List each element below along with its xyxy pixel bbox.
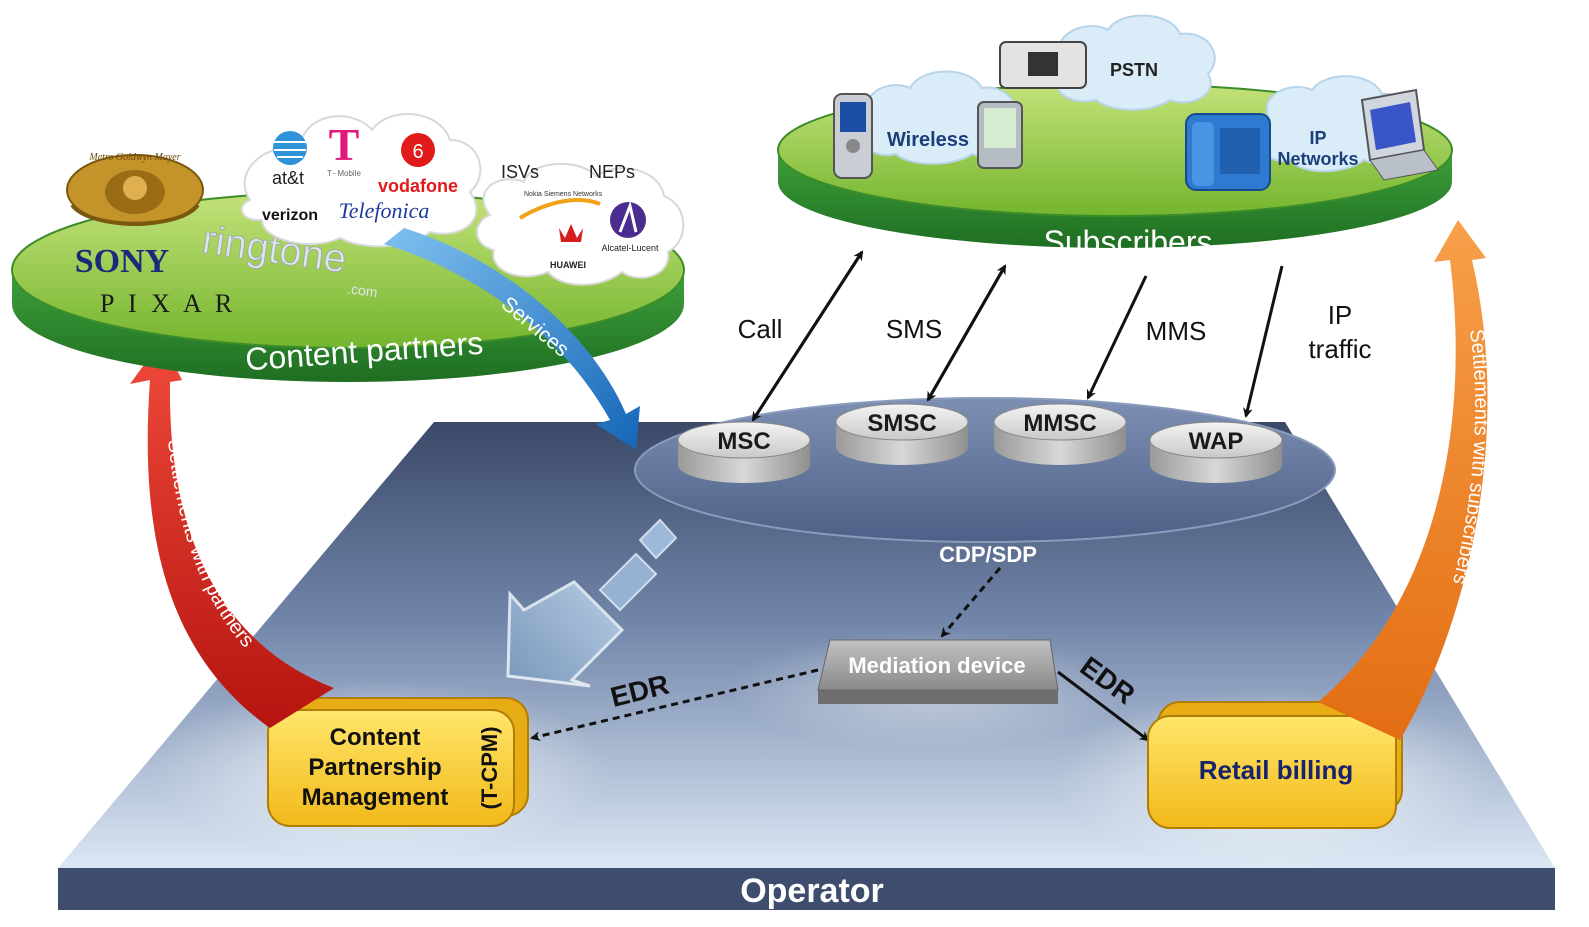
verizon-logo: verizon [262, 207, 318, 224]
mmsc-node: MMSC [993, 403, 1127, 465]
sms-arrow-up [926, 264, 1007, 401]
huawei-logo: HUAWEI [550, 260, 586, 270]
ip-traffic-arrow [1243, 265, 1284, 418]
nokia-siemens-logo: Nokia Siemens Networks [524, 191, 603, 198]
laptop-icon [1360, 88, 1439, 181]
ip-phone-icon [1185, 113, 1271, 191]
operators-cloud: at&t T T··Mobile 6 vodafone verizon Tele… [240, 113, 482, 248]
smsc-label: SMSC [867, 410, 936, 437]
retail-billing-label: Retail billing [1199, 755, 1354, 785]
wireless-label: Wireless [887, 129, 969, 151]
tcpm-abbrev: (T-CPM) [477, 726, 502, 809]
mgm-text: Metro Goldwyn Mayer [88, 152, 180, 163]
wap-label: WAP [1189, 428, 1244, 455]
telefonica-logo: Telefonica [339, 198, 430, 223]
ringtone-suffix: .com [346, 280, 378, 300]
vodafone-icon: 6 [412, 141, 423, 163]
att-logo: at&t [272, 168, 304, 188]
msc-label: MSC [717, 428, 770, 455]
ip-traffic-label-line1: IP [1328, 300, 1353, 330]
tcpm-line2: Partnership [308, 754, 441, 781]
msc-node: MSC [677, 421, 811, 483]
operator-label: Operator [740, 872, 884, 910]
mobile-phone-icon [833, 93, 873, 179]
ip-networks-label-line2: Networks [1277, 149, 1358, 169]
tcpm-module: Content Partnership Management (T-CPM) [267, 697, 529, 827]
mediation-to-retail-arrow [1057, 670, 1150, 742]
mediation-device: Mediation device [817, 639, 1059, 704]
smsc-node: SMSC [835, 403, 969, 465]
desk-phone-icon [999, 41, 1087, 89]
isvs-label: ISVs [501, 162, 539, 182]
huawei-icon [559, 224, 583, 242]
neps-label: NEPs [589, 162, 635, 182]
vendors-cloud: ISVs NEPs Nokia Siemens Networks HUAWEI … [476, 162, 685, 286]
mms-label: MMS [1146, 316, 1207, 346]
mediation-to-tcpm-arrow [530, 668, 819, 742]
tmobile-t-icon: T [329, 119, 360, 170]
mediation-label: Mediation device [848, 653, 1025, 678]
mms-arrow [1086, 275, 1148, 400]
mmsc-label: MMSC [1023, 410, 1096, 437]
pda-icon [977, 101, 1023, 169]
sony-logo: SONY [75, 243, 169, 280]
ip-networks-label-line1: IP [1309, 128, 1326, 148]
call-arrow-up [751, 250, 864, 421]
wap-node: WAP [1149, 421, 1283, 483]
ip-traffic-label-line2: traffic [1308, 334, 1371, 364]
pstn-label: PSTN [1110, 60, 1158, 80]
call-label: Call [738, 314, 783, 344]
tmobile-sub-text: T··Mobile [327, 169, 361, 178]
tcpm-line1: Content [330, 724, 421, 751]
alcatel-logo: Alcatel-Lucent [601, 243, 659, 253]
retail-billing-module: Retail billing [1147, 701, 1403, 829]
cdp-sdp-label: CDP/SDP [939, 542, 1037, 567]
pixar-logo: P I X A R [100, 289, 236, 318]
subscribers-label: Subscribers [1044, 224, 1213, 260]
cdp-to-mediation-arrow [940, 567, 1002, 638]
pstn-cloud: PSTN [1056, 14, 1216, 111]
data-flow-arrow [506, 518, 678, 688]
tcpm-line3: Management [302, 784, 449, 811]
vodafone-logo: vodafone [378, 176, 458, 196]
mgm-logo: Metro Goldwyn Mayer [66, 152, 204, 226]
sms-label: SMS [886, 314, 942, 344]
